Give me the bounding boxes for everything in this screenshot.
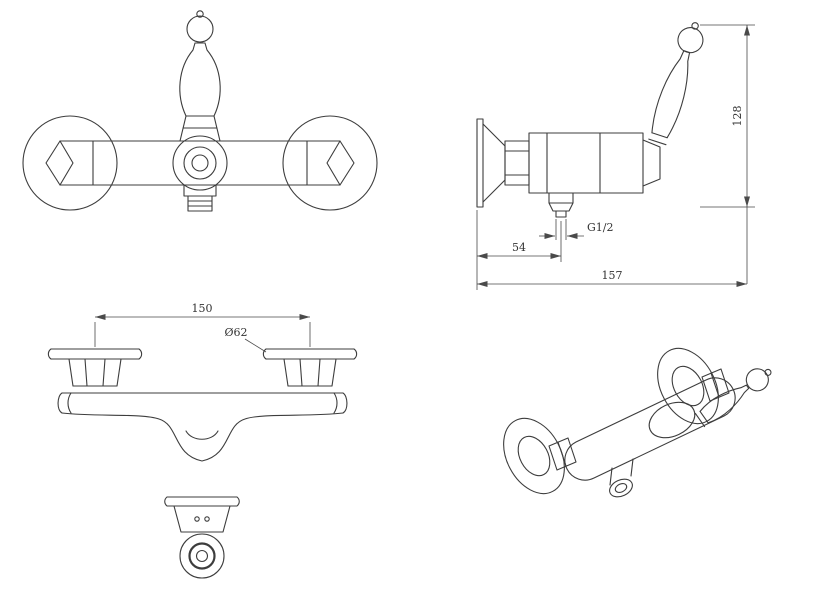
- dim-wall-to-outlet-label: 54: [512, 241, 526, 254]
- front-left-flange: [22, 115, 118, 211]
- iso-outlet: [609, 458, 634, 498]
- front-body: [92, 135, 308, 191]
- isometric-view: [503, 347, 772, 498]
- bottom-left-flange: [47, 348, 143, 387]
- dim-height-label: 128: [731, 106, 744, 127]
- dim-total-depth-label: 157: [602, 269, 623, 282]
- bottom-right-flange: [262, 348, 358, 387]
- front-right-flange: [282, 115, 378, 211]
- dim-thread-label: G1/2: [587, 221, 614, 234]
- side-body: [528, 132, 661, 194]
- iso-right-nut: [701, 368, 730, 402]
- bottom-view: [47, 348, 358, 579]
- bottom-outlet-part: [164, 496, 240, 579]
- side-outlet: [548, 192, 574, 218]
- iso-right-flange: [657, 347, 719, 425]
- side-dimensions: G1/2 54 157 128: [476, 24, 755, 290]
- iso-handle-ball: [745, 368, 769, 392]
- dim-hole-spacing-label: 150: [192, 302, 213, 315]
- iso-handle-knob: [764, 368, 772, 376]
- front-outlet: [183, 184, 217, 212]
- bottom-outlet-ring-outer: [179, 533, 225, 579]
- side-wall-flange: [476, 118, 506, 208]
- side-view: [476, 22, 704, 218]
- iso-left-flange: [503, 417, 565, 495]
- dim-flange-diameter-label: Ø62: [224, 326, 247, 339]
- side-handle-knob: [691, 22, 699, 30]
- side-handle: [648, 22, 704, 146]
- front-handle-ball: [186, 15, 214, 43]
- bottom-body: [57, 392, 348, 462]
- bottom-dimensions: 150 Ø62: [94, 302, 311, 353]
- front-handle: [179, 10, 221, 142]
- front-handle-knob: [196, 10, 204, 18]
- side-union-nut: [504, 140, 530, 186]
- iso-handle: [694, 368, 772, 428]
- iso-left-nut: [548, 437, 577, 471]
- side-handle-ball: [677, 27, 704, 54]
- front-view: [22, 10, 378, 212]
- bottom-outlet-ring-inner: [188, 542, 216, 570]
- iso-body: [564, 377, 736, 481]
